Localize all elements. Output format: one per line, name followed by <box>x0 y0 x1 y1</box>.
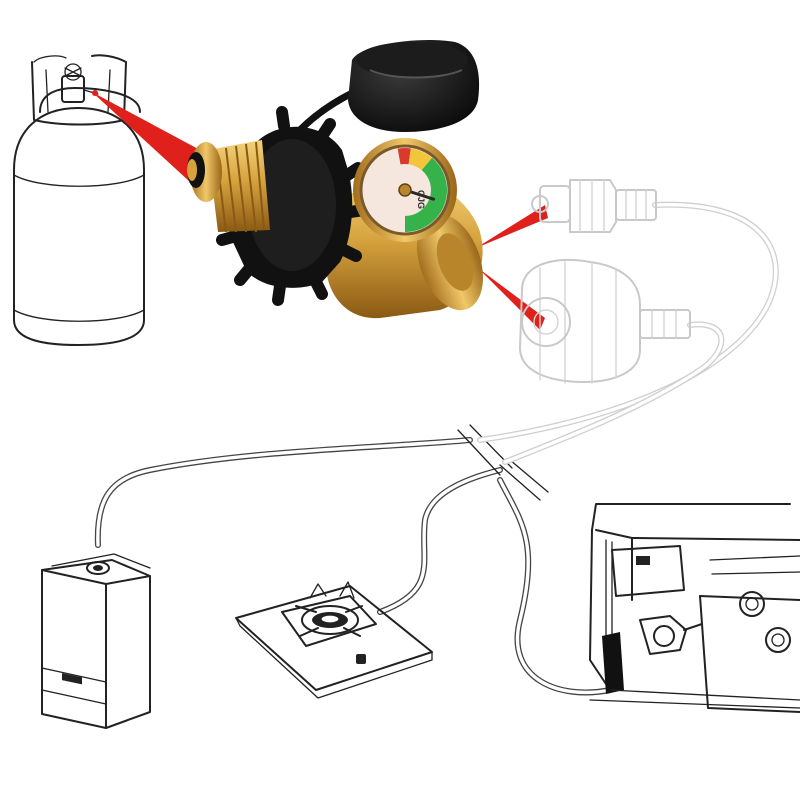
grill-control-box <box>611 545 685 597</box>
hose-to-stove <box>377 467 503 615</box>
hose-to-heater <box>94 437 473 548</box>
faded-connectors <box>519 179 691 384</box>
pressure-gauge: GJG <box>353 138 457 242</box>
stove-burner <box>235 581 433 699</box>
propane-tank <box>13 54 145 346</box>
pointer-arrows <box>92 90 548 330</box>
adapter-with-gauge: GJG <box>187 40 483 319</box>
hose-break-mark <box>457 424 549 501</box>
hose-network <box>94 424 613 696</box>
water-heater <box>41 553 151 729</box>
gauge-zone-full <box>404 157 447 232</box>
gauge-zone-empty <box>397 147 411 165</box>
dust-cap <box>348 40 480 132</box>
burner-grate <box>281 595 377 647</box>
gauge-zone-low <box>408 148 433 171</box>
pointer-tank-to-adapter <box>92 92 200 182</box>
heater-display <box>62 673 82 685</box>
pointer-adapter-to-connectors <box>476 205 548 248</box>
valve-handwheel <box>64 63 82 81</box>
grill-tank-mount <box>602 632 624 694</box>
bbq-grill <box>589 503 800 713</box>
gauge-dial-text: GJG <box>416 190 426 209</box>
pointer-adapter-to-connectors-2 <box>478 268 545 330</box>
faded-hoses <box>477 201 779 465</box>
tank-valve <box>61 75 85 103</box>
burner-knob <box>356 654 366 664</box>
gauge-hub <box>398 183 412 197</box>
pol-fitting <box>187 140 270 233</box>
